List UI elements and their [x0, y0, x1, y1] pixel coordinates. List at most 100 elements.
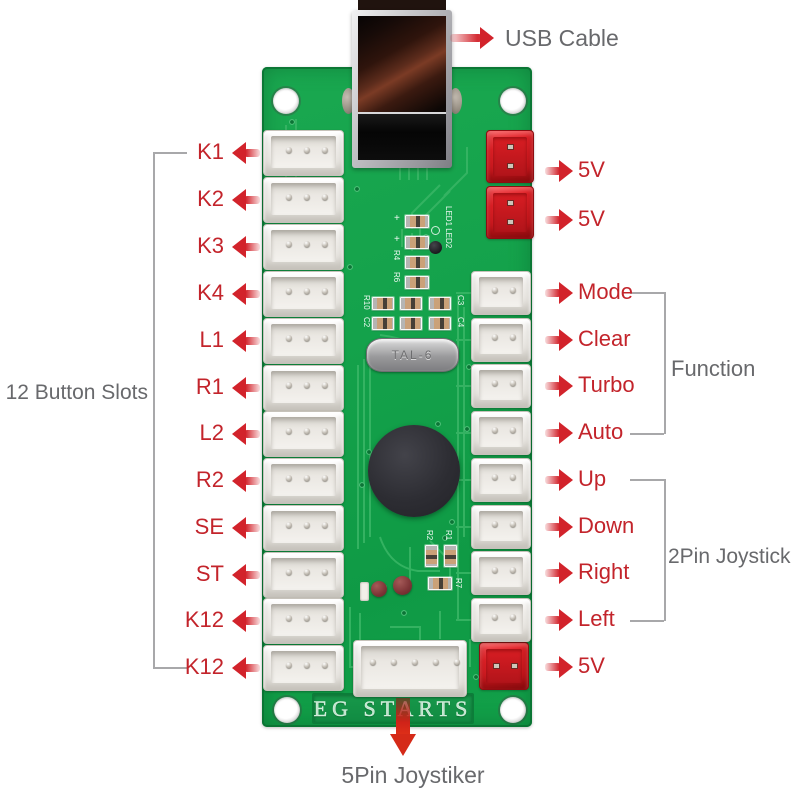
arrow-shaft [244, 477, 260, 485]
connector-pin [322, 288, 328, 294]
connector-pin [286, 147, 292, 153]
arrow-left-icon [232, 517, 260, 539]
arrow-right-icon [545, 375, 573, 397]
pin-label: L1 [199, 327, 224, 352]
pin-label: Down [578, 513, 635, 538]
arrow-right-icon [545, 516, 573, 538]
silkscreen-label: R4 [392, 250, 401, 261]
connector-pin [492, 474, 498, 480]
power-label: 5V [578, 653, 605, 678]
arrow-left-icon [232, 283, 260, 305]
pin-label: L2 [199, 420, 224, 445]
arrow-head [559, 160, 573, 182]
arrow-left-icon [232, 657, 260, 679]
function-group-label: Function [671, 356, 756, 381]
left-bracket-stub [153, 152, 187, 154]
crystal-label: TAL-6 [391, 348, 434, 362]
connector-pin [286, 475, 292, 481]
connector-pin [304, 194, 310, 200]
arrow-shaft [545, 289, 561, 297]
arrow-head [559, 656, 573, 678]
connector-pin [304, 428, 310, 434]
connector-pin [391, 659, 397, 665]
mounting-hole [500, 697, 526, 723]
connector-pin [286, 662, 292, 668]
connector-pin [507, 219, 514, 225]
connector-pin [286, 382, 292, 388]
left-group-label: 12 Button Slots [5, 381, 148, 404]
usb-cable-label: USB Cable [505, 25, 619, 51]
arrow-right-icon [545, 469, 573, 491]
pin-label: Turbo [578, 372, 635, 397]
button-slot-connector [263, 365, 344, 411]
connector-pin [322, 428, 328, 434]
arrow-right-icon [545, 422, 573, 444]
silkscreen-label: + [394, 234, 400, 245]
arrow-head [559, 422, 573, 444]
connector-pin [304, 522, 310, 528]
component-footprint [360, 582, 369, 601]
pin-label: Up [578, 466, 607, 491]
arrow-shaft [545, 476, 561, 484]
silkscreen-label: C3 [456, 295, 465, 306]
arrow-shaft [244, 571, 260, 579]
arrow-right-icon [545, 562, 573, 584]
usb-connector-face [358, 16, 446, 112]
crystal-oscillator: TAL-6 [366, 338, 459, 372]
arrow-right-icon [450, 27, 494, 49]
arrow-head [390, 734, 416, 756]
connector-pin [510, 334, 516, 340]
smd-resistor [372, 317, 394, 330]
smd-resistor [425, 545, 438, 567]
silkscreen-label: R7 [454, 578, 463, 589]
connector-pin [304, 382, 310, 388]
arrow-left-icon [232, 423, 260, 445]
arrow-shaft [244, 290, 260, 298]
brand-plate: EG STARTS [312, 693, 474, 724]
silkscreen-label: R10 [362, 295, 371, 310]
smd-resistor [400, 297, 422, 310]
arrow-shaft [545, 216, 561, 224]
pin-label: K2 [197, 186, 224, 211]
connector-pin [493, 663, 500, 669]
pin-label: R2 [195, 467, 224, 492]
connector-pin [286, 428, 292, 434]
silkscreen-label: R2 [425, 530, 434, 541]
usb-connector-top [358, 0, 446, 13]
arrow-head [232, 189, 246, 211]
arrow-left-icon [232, 330, 260, 352]
pin-label: Left [578, 606, 615, 631]
joystick-pin-connector [471, 458, 531, 502]
button-slot-connector [263, 130, 344, 176]
connector-pin [507, 144, 514, 150]
pin-label: Mode [578, 279, 634, 304]
arrow-shaft [244, 243, 260, 251]
arrow-down-icon [390, 698, 416, 756]
arrow-head [232, 517, 246, 539]
silkscreen-label: C4 [456, 317, 465, 328]
smd-resistor [372, 297, 394, 310]
arrow-right-icon [545, 609, 573, 631]
connector-pin [510, 614, 516, 620]
smd-resistor [429, 317, 451, 330]
arrow-head [232, 377, 246, 399]
button-slot-connector [263, 645, 344, 691]
usb-solder-lug [342, 88, 355, 114]
connector-pin [286, 615, 292, 621]
connector-pin [286, 569, 292, 575]
arrow-shaft [244, 664, 260, 672]
pin-label: K12 [184, 654, 224, 679]
connector-pin [511, 663, 518, 669]
arrow-shaft [545, 336, 561, 344]
arrow-shaft [545, 382, 561, 390]
connector-pin [322, 382, 328, 388]
arrow-head [559, 609, 573, 631]
joystick-group-label: 2Pin Joystick [668, 545, 791, 568]
connector-pin [322, 241, 328, 247]
usb-connector [352, 10, 452, 168]
connector-pin [304, 241, 310, 247]
arrow-shaft [244, 337, 260, 345]
smd-resistor [405, 276, 429, 289]
connector-pin [322, 662, 328, 668]
button-slot-connector [263, 271, 344, 317]
